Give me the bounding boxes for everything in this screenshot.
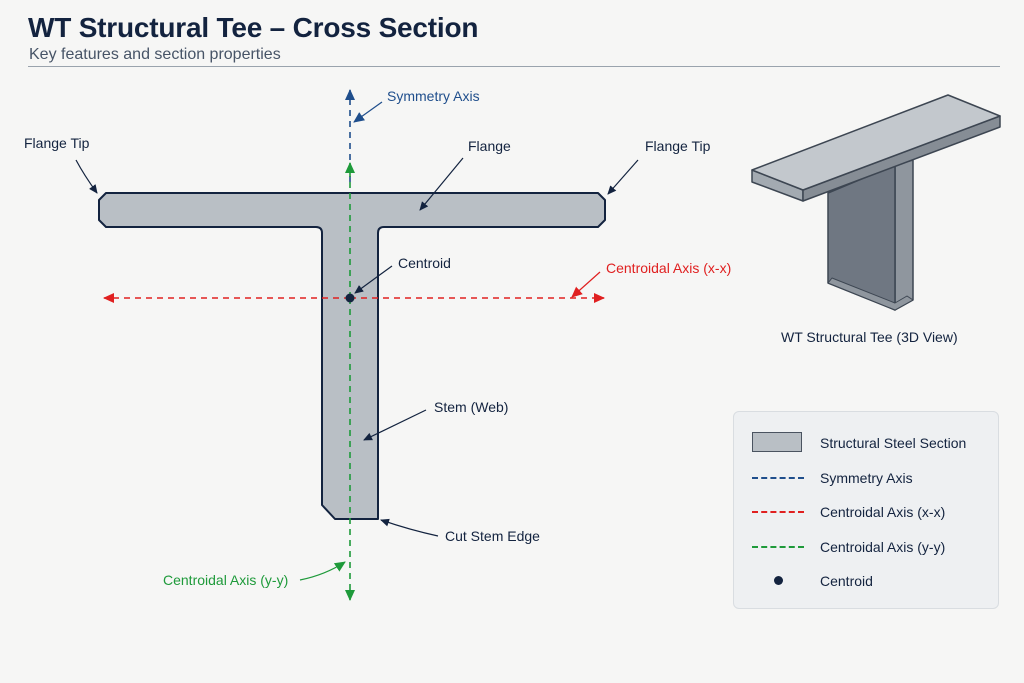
legend-item-symmetry-axis: Symmetry Axis: [734, 467, 998, 489]
header-divider: [28, 66, 1000, 67]
tee-section-shape: [98, 192, 606, 520]
legend-label: Centroidal Axis (y-y): [820, 539, 946, 555]
legend: Structural Steel Section Symmetry Axis C…: [733, 411, 999, 609]
leader-flange-tip-right: [607, 159, 639, 195]
legend-item-centroidal-axis-xx: Centroidal Axis (x-x): [734, 501, 998, 523]
leader-flange-tip-left: [75, 159, 98, 194]
label-flange: Flange: [468, 138, 511, 154]
caption-3d-view: WT Structural Tee (3D View): [781, 329, 958, 345]
legend-item-centroid: Centroid: [734, 570, 998, 592]
legend-label: Centroid: [820, 573, 873, 589]
label-stem-web: Stem (Web): [434, 399, 508, 415]
legend-green-dashed-line: [752, 546, 804, 548]
label-flange-tip-right: Flange Tip: [645, 138, 711, 154]
tee-3d-view: [751, 94, 1001, 311]
legend-steel-swatch: [752, 432, 802, 452]
legend-centroid-dot: [774, 576, 783, 585]
legend-label: Structural Steel Section: [820, 435, 967, 451]
leader-centroid: [354, 265, 393, 294]
centroid-dot: [345, 293, 355, 303]
label-cut-stem-edge: Cut Stem Edge: [445, 528, 540, 544]
leader-cut-stem-edge: [380, 518, 439, 537]
leader-centroidal-axis-xx: [571, 271, 601, 298]
label-symmetry-axis: Symmetry Axis: [387, 88, 480, 104]
leader-flange: [419, 157, 464, 211]
label-centroid: Centroid: [398, 255, 451, 271]
legend-label: Centroidal Axis (x-x): [820, 504, 946, 520]
page-title: WT Structural Tee – Cross Section: [28, 12, 479, 43]
legend-item-steel-section: Structural Steel Section: [734, 432, 998, 454]
legend-item-centroidal-axis-yy: Centroidal Axis (y-y): [734, 536, 998, 558]
leader-stem-web: [363, 409, 427, 441]
legend-blue-dashed-line: [752, 477, 804, 479]
legend-red-dashed-line: [752, 511, 804, 513]
label-centroidal-axis-yy: Centroidal Axis (y-y): [163, 572, 288, 588]
leader-centroidal-axis-yy: [299, 561, 346, 581]
label-flange-tip-left: Flange Tip: [24, 135, 90, 151]
page-subtitle: Key features and section properties: [29, 46, 281, 63]
label-centroidal-axis-xx: Centroidal Axis (x-x): [606, 260, 731, 276]
leader-symmetry-axis: [353, 101, 383, 123]
legend-label: Symmetry Axis: [820, 470, 913, 486]
